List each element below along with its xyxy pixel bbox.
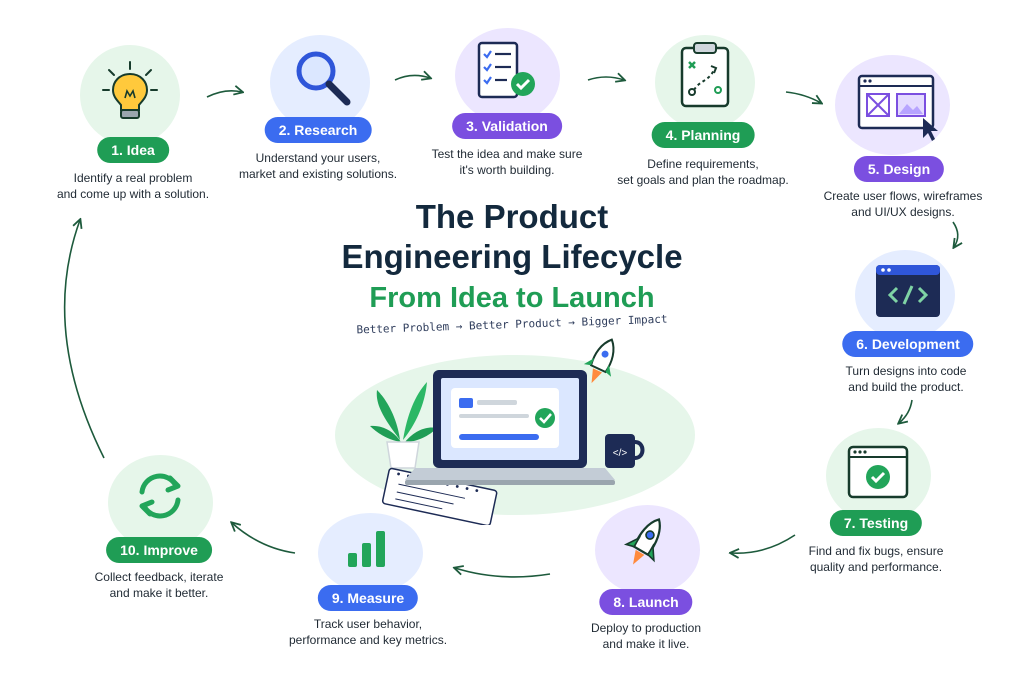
workspace-illustration: </> (335, 338, 695, 525)
laptop-icon (405, 370, 615, 485)
arrow-improve-idea (63, 220, 105, 459)
svg-text:</>: </> (613, 448, 628, 459)
arrow-launch-measure (455, 568, 551, 578)
subtitle: From Idea to Launch (369, 282, 655, 314)
checklist-icon (477, 41, 535, 99)
step-1-label: 1. Idea (97, 137, 169, 163)
step-8-description: Deploy to production and make it live. (590, 621, 702, 651)
arrow-testing-launch (731, 534, 796, 553)
launch-rocket-icon (583, 338, 615, 384)
title-line-1: The Product (415, 198, 609, 235)
lightbulb-icon (102, 61, 158, 119)
step-4-description: Define requirements, set goals and plan … (617, 157, 789, 187)
code-window-icon (876, 265, 940, 317)
arrow-planning-design (785, 91, 821, 103)
mug-icon: </> (605, 434, 645, 468)
step-7-description: Find and fix bugs, ensure quality and pe… (808, 544, 944, 574)
bar-chart-icon (348, 531, 385, 567)
arrow-idea-research (206, 91, 242, 98)
step-10-label: 10. Improve (106, 537, 212, 563)
page-title: The Product Engineering Lifecycle From I… (341, 198, 682, 315)
step-2-label: 2. Research (264, 117, 372, 143)
arrow-research-validation (394, 75, 430, 81)
arrow-measure-improve (232, 523, 296, 554)
step-3-description: Test the idea and make sure it's worth b… (431, 147, 583, 177)
arrow-design-development (953, 221, 958, 247)
browser-check-icon (847, 445, 909, 499)
refresh-cycle-icon (139, 473, 181, 519)
step-6-label: 6. Development (842, 331, 974, 357)
step-9-description: Track user behavior, performance and key… (288, 617, 448, 647)
wireframe-icon (857, 74, 938, 141)
step-6-description: Turn designs into code and build the pro… (845, 364, 967, 394)
arrow-validation-planning (587, 77, 624, 80)
magnifier-icon (296, 51, 351, 106)
arrow-development-testing (899, 399, 913, 423)
rocket-icon (623, 518, 661, 565)
plant-icon (370, 382, 437, 469)
step-4-label: 4. Planning (651, 122, 755, 148)
step-10-description: Collect feedback, iterate and make it be… (94, 570, 224, 600)
step-9-label: 9. Measure (317, 585, 419, 611)
step-1-description: Identify a real problem and come up with… (56, 171, 210, 201)
step-7-label: 7. Testing (829, 510, 923, 536)
step-5-description: Create user flows, wireframes and UI/UX … (823, 189, 983, 219)
step-5-label: 5. Design (853, 156, 945, 182)
title-line-2: Engineering Lifecycle (341, 238, 683, 275)
step-3-label: 3. Validation (452, 113, 562, 139)
step-2-description: Understand your users, market and existi… (238, 151, 398, 181)
clipboard-plan-icon (680, 42, 730, 108)
step-8-label: 8. Launch (599, 589, 693, 615)
step-10-backdrop (108, 455, 213, 550)
